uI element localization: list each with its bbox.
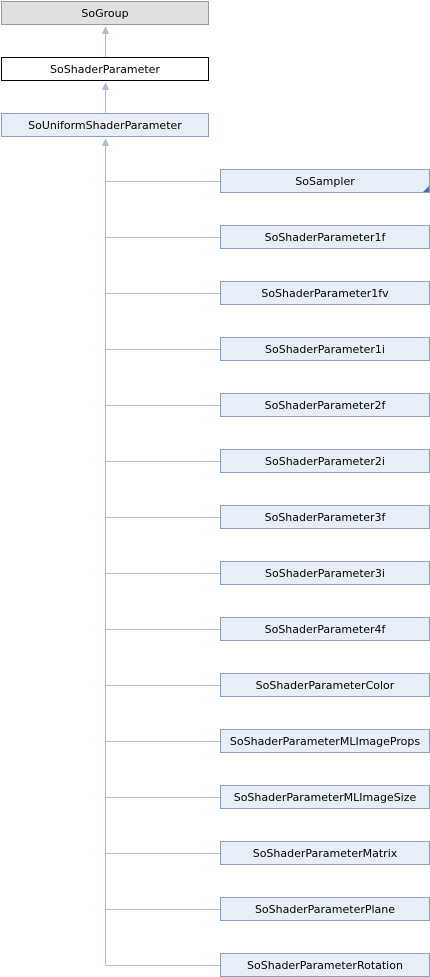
class-label: SoShaderParameterMatrix xyxy=(252,846,398,860)
class-label: SoShaderParameterRotation xyxy=(247,958,403,972)
class-label: SoShaderParameterMLImageProps xyxy=(229,734,421,748)
class-label: SoShaderParameter3i xyxy=(265,566,385,580)
class-node-so-uniform-shader-parameter[interactable]: SoUniformShaderParameter xyxy=(1,113,209,137)
class-label: SoShaderParameter4f xyxy=(264,622,386,636)
class-node-derived[interactable]: SoShaderParameter1fv xyxy=(220,281,430,305)
class-node-derived[interactable]: SoShaderParameter2f xyxy=(220,393,430,417)
class-label: SoShaderParameter2f xyxy=(264,398,386,412)
class-label: SoShaderParameter1i xyxy=(265,342,385,356)
more-subclasses-indicator xyxy=(423,186,429,192)
class-label: SoShaderParameterMLImageSize xyxy=(233,790,417,804)
class-label: SoShaderParameter xyxy=(50,62,160,76)
class-label: SoShaderParameter3f xyxy=(264,510,386,524)
class-node-derived[interactable]: SoShaderParameter1f xyxy=(220,225,430,249)
class-label: SoShaderParameter2i xyxy=(265,454,385,468)
class-label: SoShaderParameterPlane xyxy=(254,902,396,916)
class-node-derived[interactable]: SoShaderParameter2i xyxy=(220,449,430,473)
class-node-so-shader-parameter[interactable]: SoShaderParameter xyxy=(1,57,209,81)
class-node-derived[interactable]: SoShaderParameterMLImageSize xyxy=(220,785,430,809)
class-node-derived[interactable]: SoShaderParameterColor xyxy=(220,673,430,697)
edge-arrowhead xyxy=(102,138,109,146)
class-node-derived[interactable]: SoShaderParameterMatrix xyxy=(220,841,430,865)
class-node-derived[interactable]: SoSampler xyxy=(220,169,430,193)
class-label: SoGroup xyxy=(81,6,129,20)
class-node-derived[interactable]: SoShaderParameter3i xyxy=(220,561,430,585)
edge-arrowhead xyxy=(102,82,109,90)
edge-arrowhead xyxy=(102,26,109,34)
class-node-derived[interactable]: SoShaderParameter1i xyxy=(220,337,430,361)
class-node-derived[interactable]: SoShaderParameterPlane xyxy=(220,897,430,921)
class-node-derived[interactable]: SoShaderParameter3f xyxy=(220,505,430,529)
class-node-derived[interactable]: SoShaderParameter4f xyxy=(220,617,430,641)
class-node-derived[interactable]: SoShaderParameterMLImageProps xyxy=(220,729,430,753)
class-label: SoUniformShaderParameter xyxy=(28,118,182,132)
class-node-so-group[interactable]: SoGroup xyxy=(1,1,209,25)
class-label: SoShaderParameter1fv xyxy=(261,286,389,300)
class-node-derived[interactable]: SoShaderParameterRotation xyxy=(220,953,430,977)
class-label: SoSampler xyxy=(295,174,355,188)
class-label: SoShaderParameter1f xyxy=(264,230,386,244)
class-label: SoShaderParameterColor xyxy=(255,678,395,692)
